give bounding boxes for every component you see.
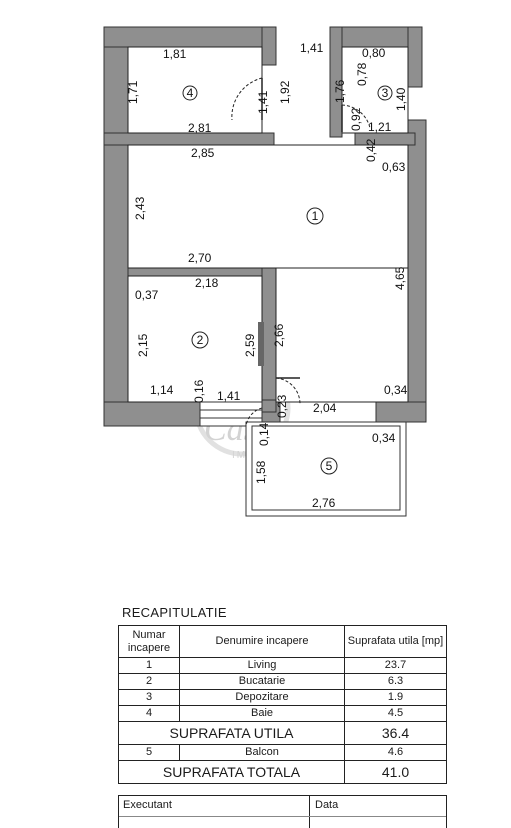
dim-label: 0,37 [135,288,159,302]
dim-label: 2,70 [188,251,212,265]
dim-label: 1,41 [256,90,270,114]
floor-plan: Casa IMOBILIARE [103,26,427,517]
cell-name: Depozitare [179,689,345,706]
dim-label: 0,34 [372,431,396,445]
dim-label: 1,41 [217,389,241,403]
dim-label: 1,92 [278,80,292,104]
utila-value: 36.4 [344,721,447,745]
room-2-label: 2 [197,333,204,347]
room-labels: 4 3 1 2 5 [182,85,393,475]
data-label: Data [315,799,339,811]
dim-label: 1,21 [368,120,392,134]
utila-row: SUPRAFATA UTILA 36.4 [118,721,447,745]
dim-label: 2,76 [312,496,336,510]
cell-area: 6.3 [344,673,447,690]
cell-area: 1.9 [344,689,447,706]
cell-name: Bucatarie [179,673,345,690]
dim-label: 2,04 [313,401,337,415]
cell-name: Living [179,657,345,674]
dim-label: 2,43 [133,196,147,220]
room-1-label: 1 [312,209,319,223]
dim-label: 0,16 [192,379,206,403]
dim-label: 1,41 [300,41,324,55]
dim-label: 2,18 [195,276,219,290]
table-row: 2 Bucatarie 6.3 [118,673,447,690]
dim-label: 0,78 [355,62,369,86]
dim-label: 0,42 [364,138,378,162]
totala-row: SUPRAFATA TOTALA 41.0 [118,760,447,784]
cell-area: 4.6 [344,744,447,761]
dim-label: 0,92 [349,107,363,131]
dimensions: 1,81 1,71 2,81 1,41 1,92 1,41 0,80 0,78 … [126,41,408,510]
cell-nr: 4 [118,705,180,722]
recap-table: Numar incapere Denumire incapere Suprafa… [118,625,447,784]
cell-nr: 2 [118,673,180,690]
cell-nr: 3 [118,689,180,706]
dim-label: 1,76 [333,79,347,103]
dim-label: 2,66 [272,323,286,347]
door-leaves [261,78,343,379]
cell-name: Baie [179,705,345,722]
table-row: 1 Living 23.7 [118,657,447,674]
dim-label: 1,40 [394,87,408,111]
signature-separator [309,796,310,828]
room-5-label: 5 [326,459,333,473]
dim-label: 2,59 [243,333,257,357]
dim-label: 2,81 [188,121,212,135]
table-row: 3 Depozitare 1.9 [118,689,447,706]
door-arcs [231,77,371,427]
dim-label: 0,34 [384,383,408,397]
header-nr: Numar incapere [118,625,180,658]
signature-line [119,816,446,817]
dim-label: 1,58 [254,460,268,484]
cell-nr: 1 [118,657,180,674]
room-4-label: 4 [187,86,194,100]
cell-area: 23.7 [344,657,447,674]
dim-label: 2,85 [191,146,215,160]
table-header-row: Numar incapere Denumire incapere Suprafa… [118,625,447,658]
dim-label: 4,65 [393,266,407,290]
dim-label: 0,14 [257,422,271,446]
dim-label: 1,81 [163,47,187,61]
table-row: 4 Baie 4.5 [118,705,447,722]
totala-label: SUPRAFATA TOTALA [118,760,345,784]
room-areas [127,46,409,403]
header-area: Suprafata utila [mp] [344,625,447,658]
dim-label: 1,14 [150,383,174,397]
table-row: 5 Balcon 4.6 [118,744,447,761]
cell-area: 4.5 [344,705,447,722]
balcony [245,421,407,517]
dim-label: 0,63 [382,160,406,174]
dim-label: 1,71 [126,80,140,104]
executant-label: Executant [123,799,172,811]
dim-label: 0,80 [362,46,386,60]
radiator [258,322,264,366]
dim-label: 2,15 [136,333,150,357]
dim-label: 0,23 [275,394,289,418]
cell-name: Balcon [179,744,345,761]
totala-value: 41.0 [344,760,447,784]
cell-nr: 5 [118,744,180,761]
recap-title: RECAPITULATIE [122,605,227,620]
signature-box: Executant Data [118,795,447,828]
header-name: Denumire incapere [179,625,345,658]
utila-label: SUPRAFATA UTILA [118,721,345,745]
room-3-label: 3 [382,86,389,100]
